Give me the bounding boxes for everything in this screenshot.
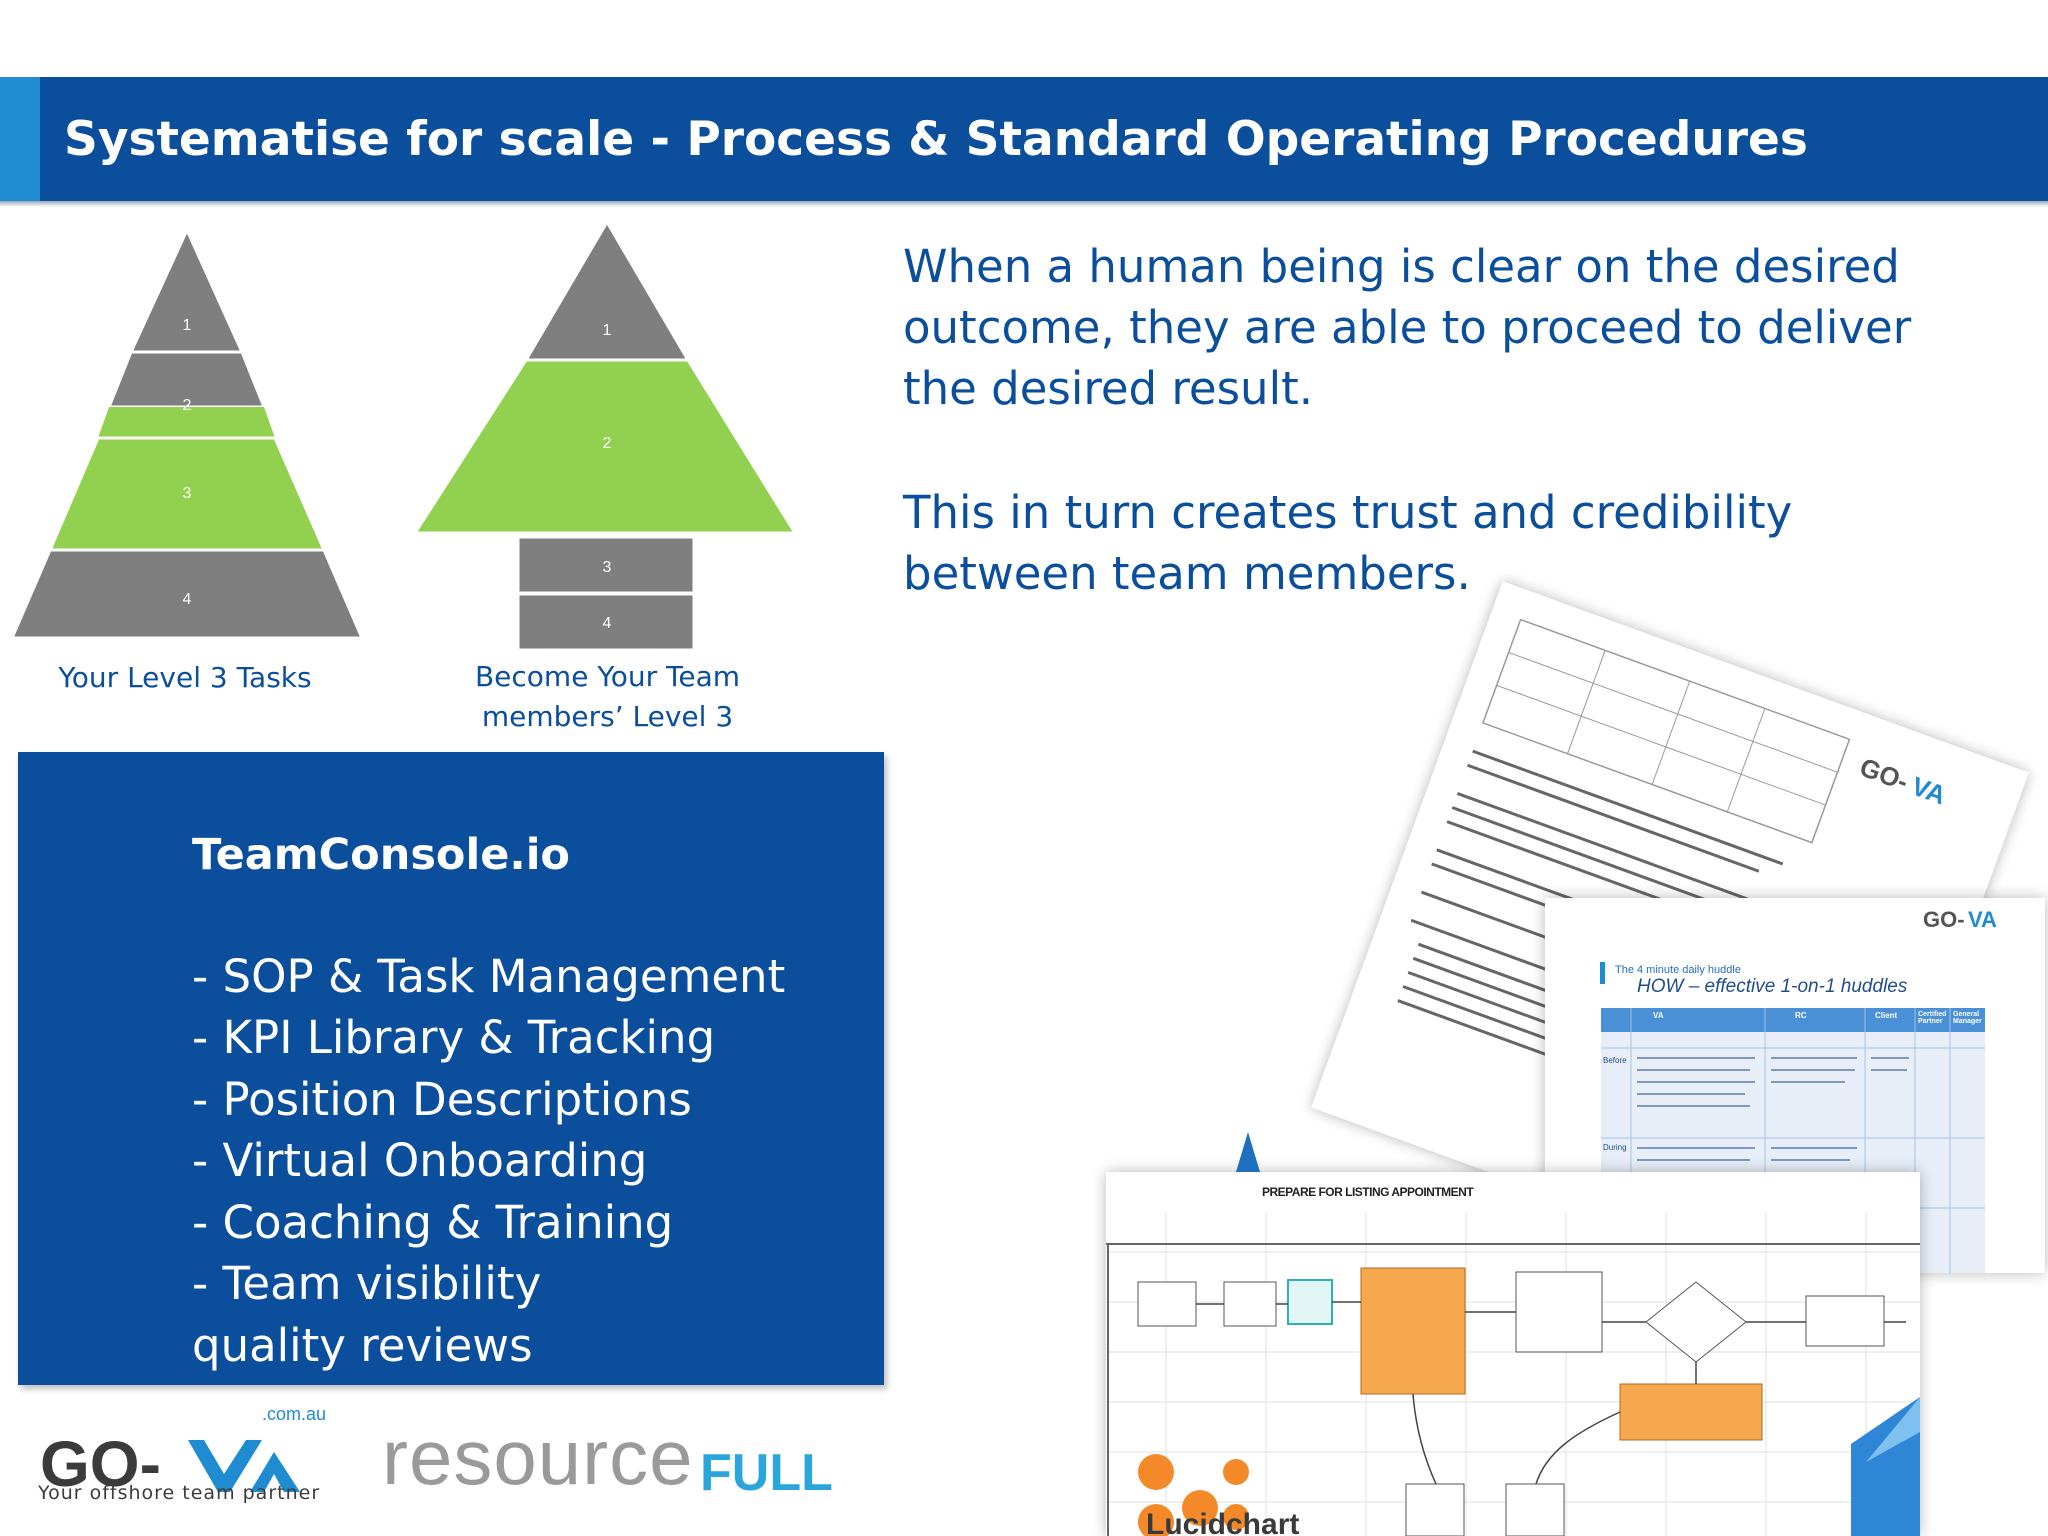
svg-text:4: 4 [603,615,612,632]
left-pyramid: 1 2 3 4 [9,226,365,640]
huddle-col-rc: RC [1795,1011,1807,1020]
huddle-row-before: Before [1603,1056,1627,1065]
title-shadow [0,201,2048,207]
svg-text:1: 1 [183,317,192,334]
right-pyramid-caption-line1: Become Your Team [474,660,741,693]
huddle-subtitle: The 4 minute daily huddle [1615,964,1741,976]
svg-text:3: 3 [183,485,192,502]
flowchart-thumbnail: PREPARE FOR LISTING APPOINTMENT Lucidcha… [1106,1172,1920,1536]
huddle-col-gm: General Manager [1953,1011,1982,1025]
svg-text:2: 2 [183,397,192,414]
svg-text:GO-: GO- [1856,752,1912,797]
title-accent-stripe [0,77,40,201]
svg-text:2: 2 [603,435,612,452]
quote-paragraph-2: This in turn creates trust and credibili… [903,482,1953,604]
quote-line: When a human being is clear on the desir… [903,240,1900,293]
feature-item: - Virtual Onboarding [192,1134,648,1187]
accent-triangle [1236,1132,1260,1172]
gova-logo-mark: GO- [40,1428,300,1500]
lucidchart-wordmark: Lucidchart [1146,1508,1300,1536]
svg-text:GO-: GO- [40,1428,161,1500]
right-pyramid-caption-line2: members’ Level 3 [481,700,734,733]
gova-domain-suffix: .com.au [262,1404,327,1424]
flowchart-content [1106,1212,1920,1536]
quote-line: between team members. [903,547,1471,600]
teamconsole-panel [18,752,884,1385]
huddle-col-va: VA [1653,1011,1664,1020]
svg-text:VA: VA [1908,771,1951,811]
feature-item: - SOP & Task Management [192,950,786,1003]
quote-line: This in turn creates trust and credibili… [903,486,1793,539]
right-pyramid-caption: Become Your Team members’ Level 3 [440,657,775,737]
right-pyramid: 1 2 3 4 [412,219,798,650]
feature-item: - KPI Library & Tracking [192,1011,716,1064]
svg-text:GO-: GO- [1923,907,1965,932]
quote-paragraph-1: When a human being is clear on the desir… [903,236,1953,419]
title-bar [0,77,2048,201]
feature-item: - Team visibility [192,1257,542,1310]
resourcefull-wordmark-blue: FULL [700,1444,833,1502]
svg-text:4: 4 [183,591,192,608]
feature-item: - Position Descriptions [192,1073,692,1126]
left-pyramid-caption: Your Level 3 Tasks [58,661,312,694]
feature-item: - Coaching & Training [192,1196,674,1249]
quote-line: the desired result. [903,362,1314,415]
resourcefull-wordmark-grey: resource [382,1413,693,1501]
gova-logo: GO- .com.au [38,1404,348,1510]
teamconsole-title: TeamConsole.io [192,830,570,880]
resourcefull-logo: resource FULL [382,1413,833,1502]
svg-text:VA: VA [1968,907,1997,932]
huddle-col-partner: Certified Partner [1918,1011,1947,1025]
quote-line: outcome, they are able to proceed to del… [903,301,1912,354]
slide-title: Systematise for scale - Process & Standa… [64,112,1808,167]
huddle-col-client: Client [1875,1011,1898,1020]
svg-text:3: 3 [603,559,612,576]
huddle-row-during: During [1603,1143,1627,1152]
svg-text:1: 1 [603,322,612,339]
pyramid-diagrams: 1 2 3 4 1 2 3 4 [9,219,798,650]
feature-item: quality reviews [192,1319,533,1372]
flowchart-title: PREPARE FOR LISTING APPOINTMENT [1262,1185,1474,1199]
huddle-title: HOW – effective 1-on-1 huddles [1637,976,1908,997]
gova-tagline: Your offshore team partner [38,1482,321,1504]
